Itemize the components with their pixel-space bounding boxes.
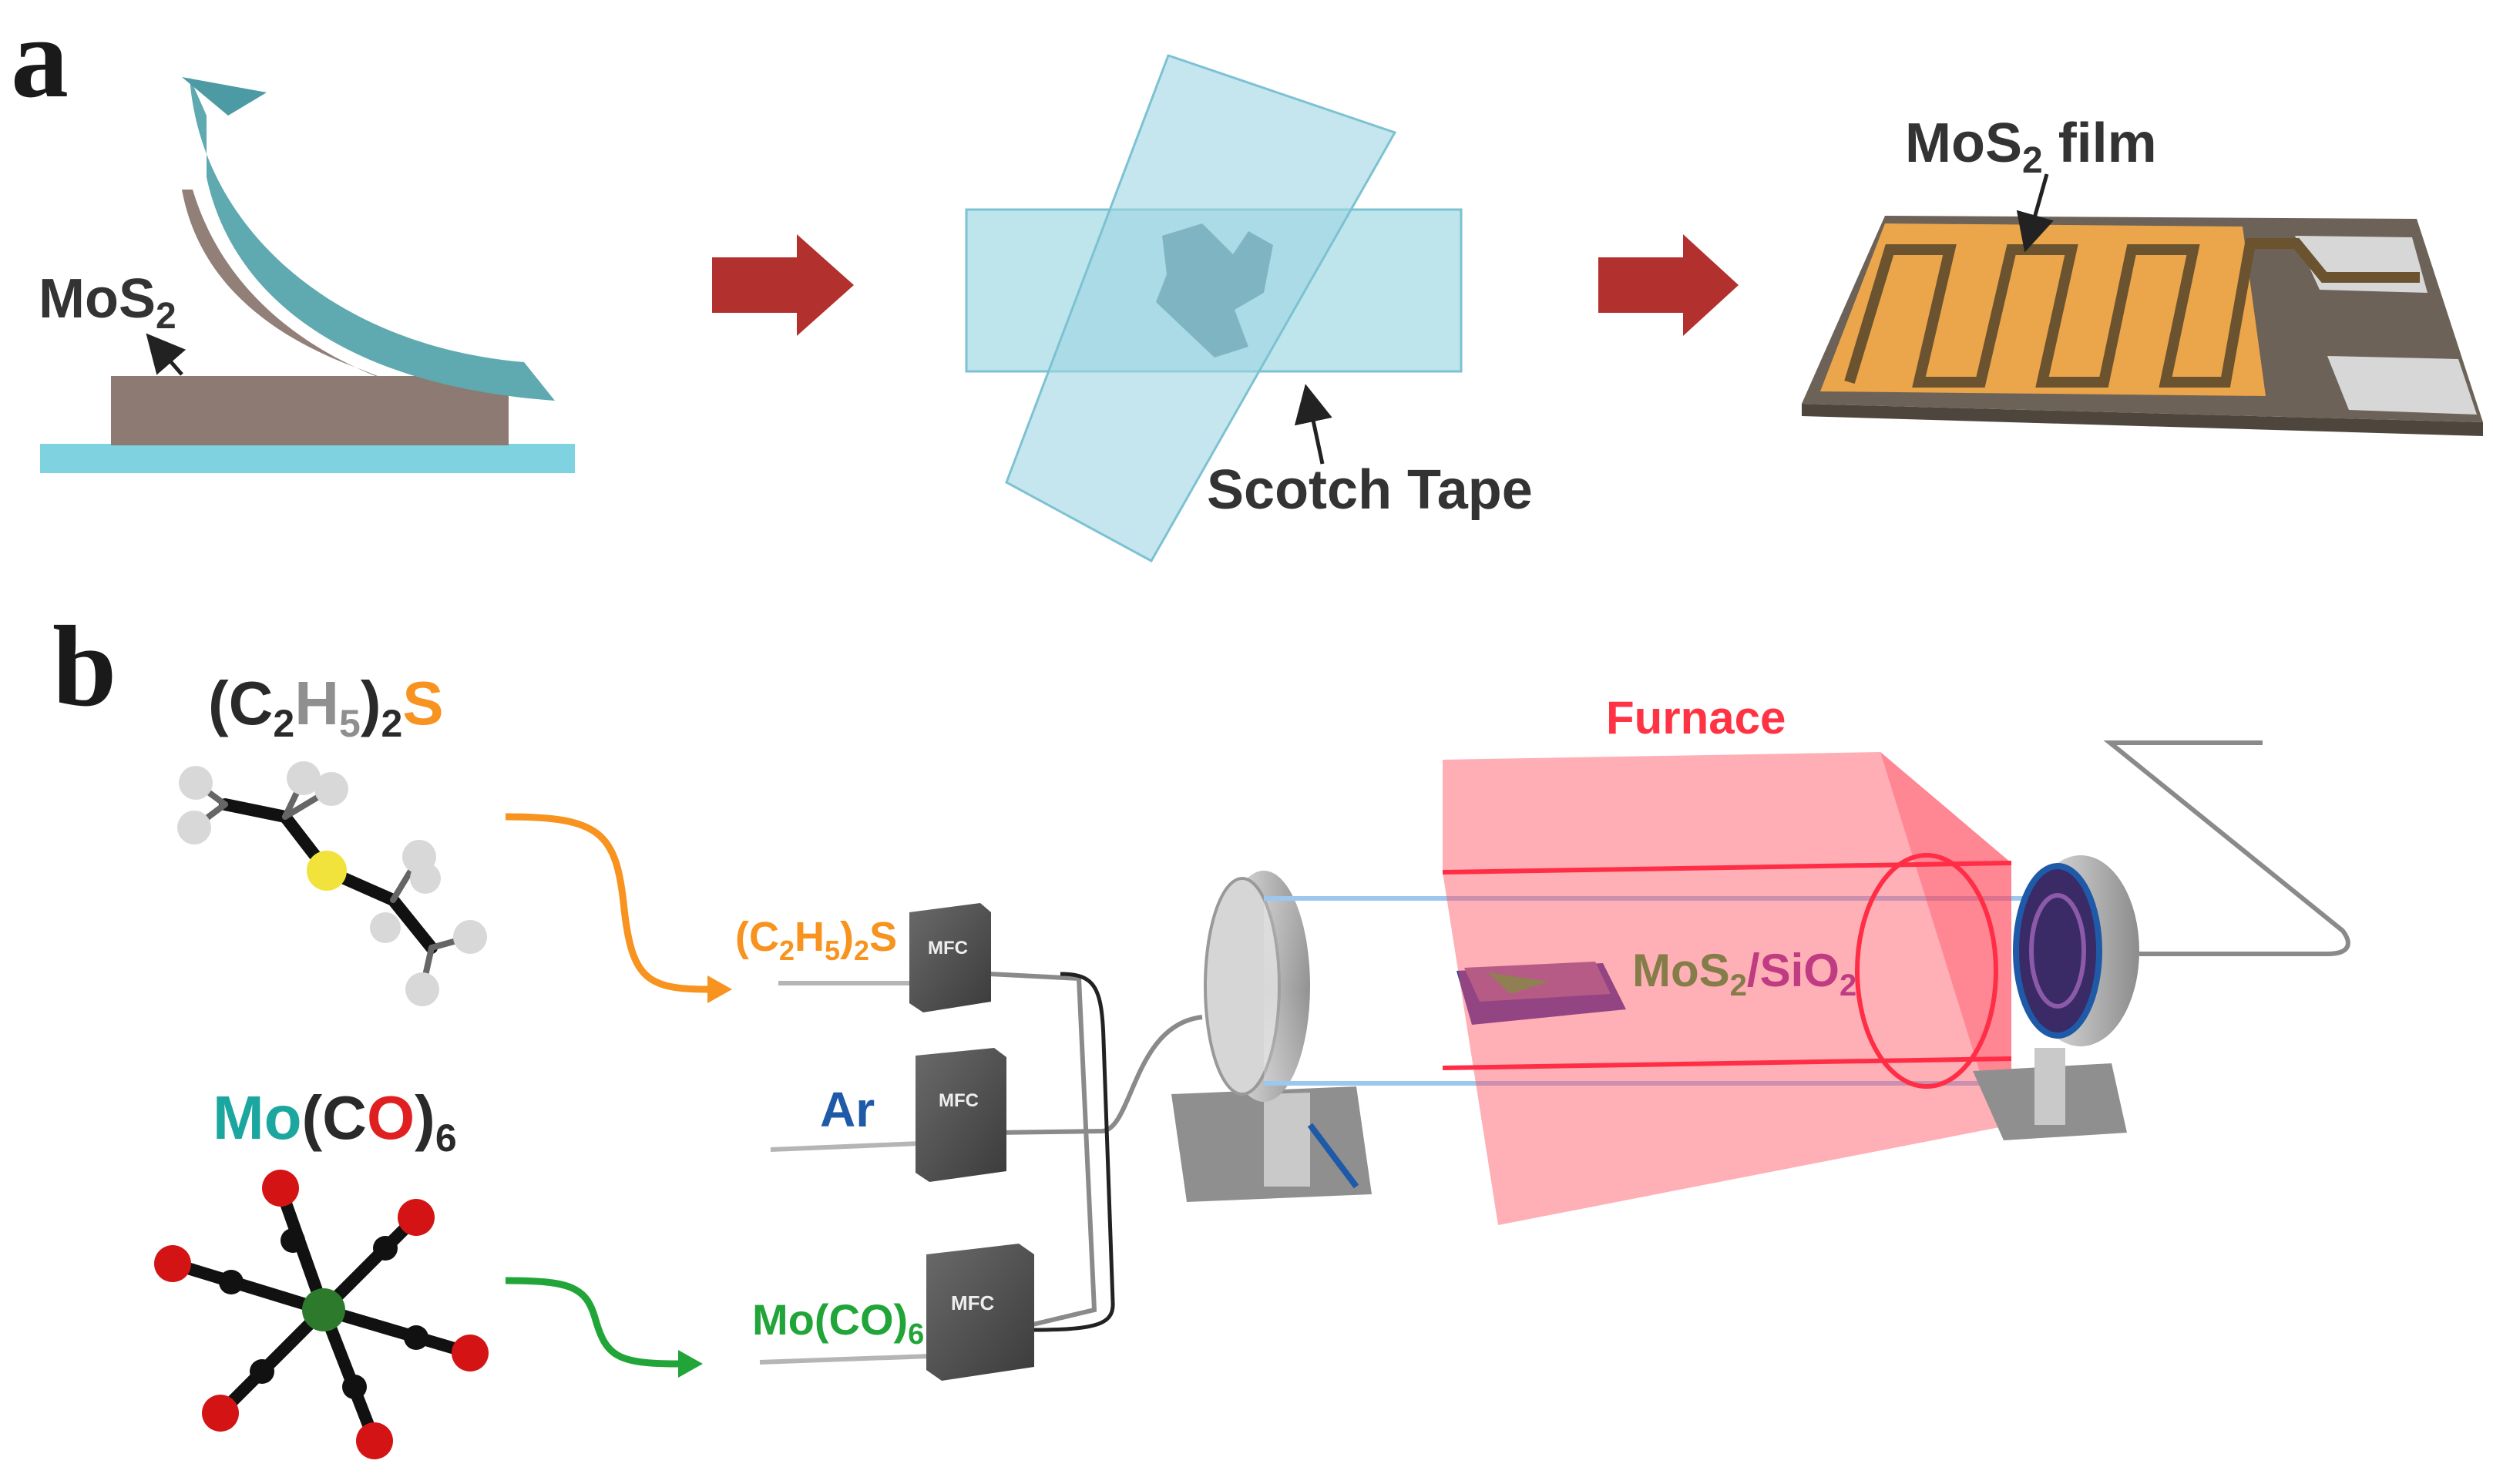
furnace [1442,752,2012,1225]
scotch-tape-label: Scotch Tape [1207,459,1533,521]
mos2-sio2-substrate [1456,962,1626,1025]
mo-co6-formula: Mo(CO)6 [213,1083,457,1160]
panel-a: MoS2 Scotch Tape MoS2 film [39,54,2483,563]
panel-b-letter: b [52,603,117,730]
mos2-crystal [111,376,509,445]
mos2-film-label: MoS2 film [1905,112,2157,181]
mos2-label: MoS2 [39,268,176,337]
diethyl-sulfide-molecule-icon [177,761,487,1006]
process-arrow-2 [1598,234,1739,336]
mo-co6-molecule-icon [154,1170,489,1459]
right-flange [1973,855,2139,1140]
exhaust-line [2103,740,2350,956]
mfc-box-1-label: MFC [928,938,968,959]
substrate-label: MoS2/SiO2 [1632,945,1856,1002]
panel-a-letter: a [11,0,69,122]
furnace-label: Furnace [1606,692,1786,744]
diethyl-sulfide-formula: (C2H5)2S [208,669,444,745]
mfc-box-2-label: MFC [939,1090,979,1111]
mos2-pointer-arrow [146,333,186,376]
film-area [1820,223,2266,396]
interdigitated-electrode [1844,238,2420,388]
process-arrow-1 [712,234,854,336]
furnace-side-face [1880,752,2011,1125]
gas-combine-line [989,972,1203,1328]
moco-feed-arrowhead [678,1350,703,1378]
sulfur-feed-arrow-icon [505,813,708,993]
mfc-box-3-label: MFC [951,1291,995,1314]
gas-line-label-diethyl-sulfide: (C2H5)2S [735,914,897,966]
manifold-line [1029,972,1115,1332]
scotch-tape-illustration [965,54,1463,563]
furnace-top-face [1443,752,2011,872]
mos2-flakes [1156,223,1273,358]
tape-pointer-arrow [1294,384,1332,465]
exfoliation-illustration [40,77,575,473]
quartz-tube [1264,896,2112,1086]
gas-inlet-line-2 [770,1141,921,1152]
furnace-front-face [1443,863,2011,1225]
contact-pad-bottom [2327,356,2477,415]
mfc-box-1-icon: MFC [909,903,991,1012]
sulfur-feed-arrowhead [707,975,732,1003]
gas-line-label-argon: Ar [820,1082,875,1137]
gas-inlet-line-3 [759,1354,932,1365]
tape-strip [190,77,555,401]
panel-b: (C2H5)2S [154,669,2350,1459]
gas-line-label-mo-co6: Mo(CO)6 [752,1295,924,1351]
moco-feed-arrow-icon [505,1277,679,1368]
device-side [1802,404,2483,436]
film-pointer-arrow [2016,173,2054,253]
substrate-base [40,444,575,473]
tape-curl [182,77,267,116]
mfc-box-3-icon: MFC [926,1244,1034,1381]
mfc-box-2-icon: MFC [916,1048,1006,1182]
mos2-film-device [1802,216,2483,436]
